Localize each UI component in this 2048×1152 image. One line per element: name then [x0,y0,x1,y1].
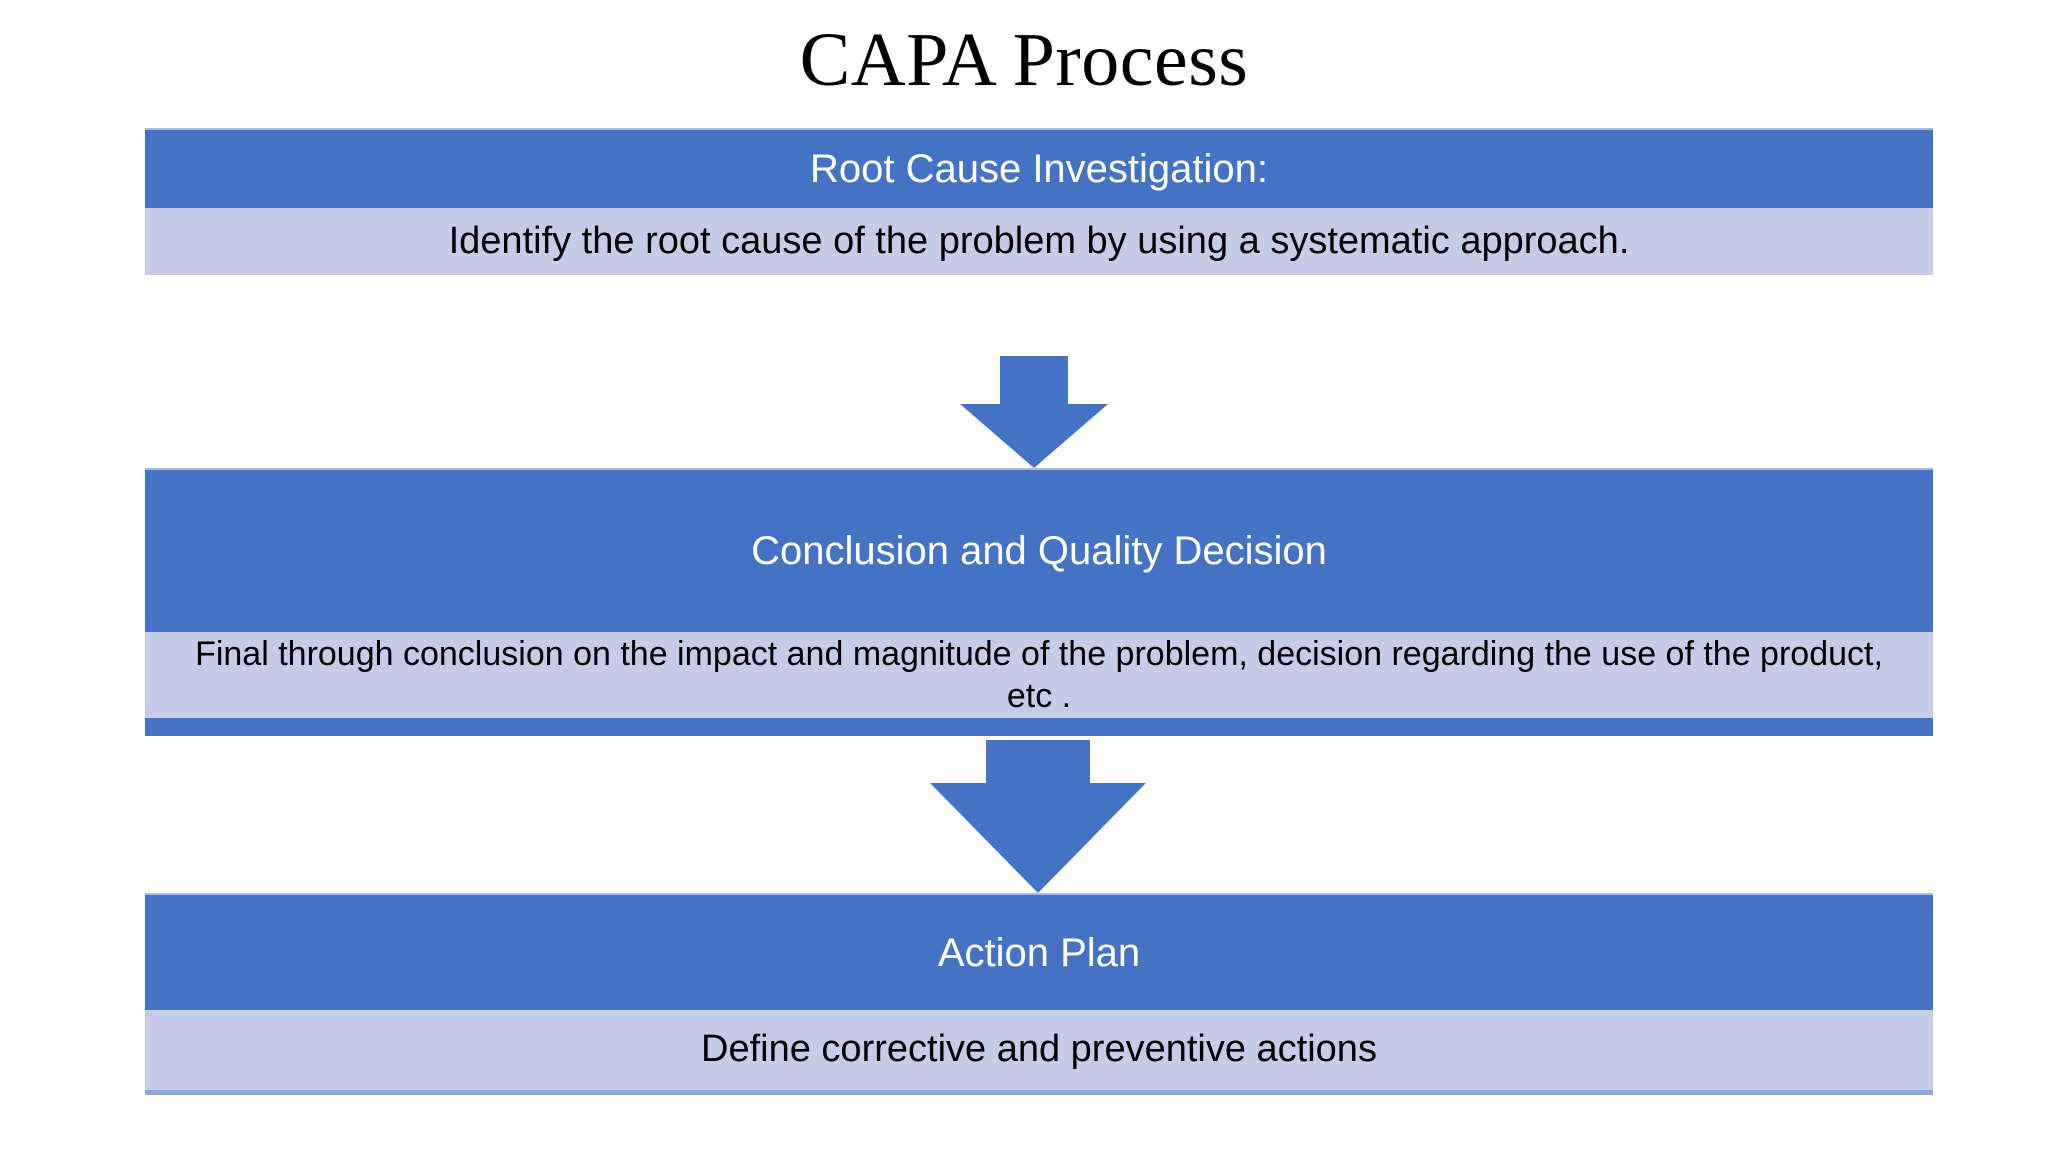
stage-footer-strip-conclusion [145,718,1933,736]
stage-header-action-plan: Action Plan [145,893,1933,1010]
flow-stage-root-cause-investigation: Root Cause Investigation: Identify the r… [145,128,1933,275]
arrow-down-icon [930,740,1146,893]
stage-body-action-plan: Define corrective and preventive actions [145,1010,1933,1090]
stage-header-root-cause-investigation: Root Cause Investigation: [145,128,1933,208]
flow-stage-action-plan: Action Plan Define corrective and preven… [145,893,1933,1095]
flow-stage-conclusion-and-quality-decision: Conclusion and Quality Decision Final th… [145,468,1933,736]
stage-body-conclusion-and-quality-decision: Final through conclusion on the impact a… [145,632,1933,718]
arrow-down-icon [960,356,1108,468]
stage-header-conclusion-and-quality-decision: Conclusion and Quality Decision [145,468,1933,632]
stage-footer-hairline-action-plan [145,1090,1933,1095]
page-title: CAPA Process [799,18,1249,102]
stage-body-root-cause-investigation: Identify the root cause of the problem b… [145,208,1933,275]
